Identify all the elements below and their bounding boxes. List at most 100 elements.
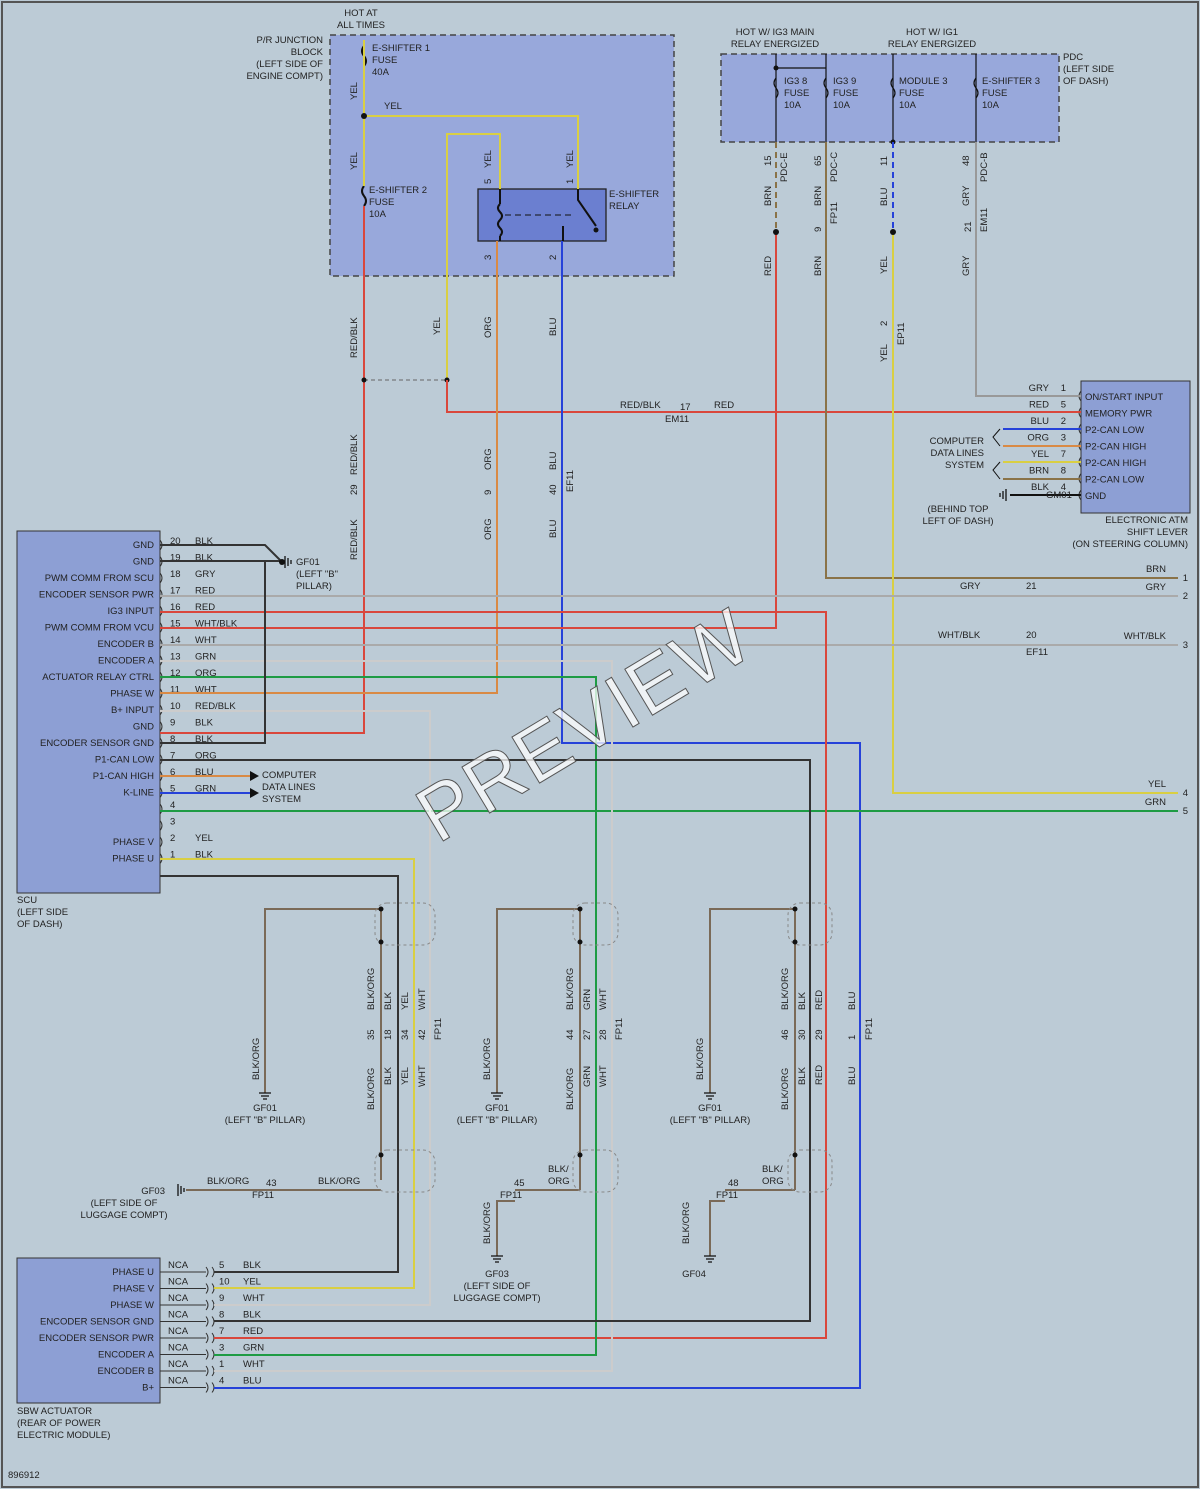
lbl-pdc-c: PDC-C [829, 152, 840, 182]
lbl-blu-3: BLU [548, 519, 559, 538]
lbl-yel-5: YEL [565, 150, 576, 168]
scu-pin-color: ORG [195, 751, 217, 762]
module3-fuse-3: 10A [899, 100, 917, 111]
gf01-a-ground-icon [259, 1092, 271, 1100]
lbl-wht-a2: WHT [417, 1065, 428, 1087]
sbw-pin-number: 10 [219, 1277, 230, 1288]
gf04-ground-icon [704, 1255, 716, 1263]
lbl-blkorg-c2: BLK/ORG [780, 1068, 791, 1110]
scu-pin-label: ENCODER SENSOR PWR [39, 590, 154, 601]
lbl-blkorg-e2: BLK/ORG [482, 1202, 493, 1244]
lbl-blkorg-gf01c: BLK/ORG [695, 1038, 706, 1080]
pjb-hot-line-1: HOT AT [344, 8, 378, 19]
pjb-name-4: ENGINE COMPT) [246, 71, 323, 82]
gf01-c-1: GF01 [698, 1103, 722, 1114]
lbl-pdc-65: 65 [813, 155, 824, 166]
lbl-blk-c1: BLK [797, 991, 808, 1010]
lbl-red-em11: RED [714, 400, 734, 411]
lbl-blkorg-b1: BLK/ORG [565, 968, 576, 1010]
lbl-whtblk-h: WHT/BLK [938, 630, 981, 641]
scu-pin-color: RED/BLK [195, 701, 236, 712]
atm-pin-number: 4 [1061, 482, 1066, 493]
lbl-yel-4: YEL [483, 150, 494, 168]
gm01-loc-1: (BEHIND TOP [928, 504, 989, 515]
lbl-org-f1: ORG [762, 1176, 784, 1187]
lbl-grn-b1: GRN [582, 989, 593, 1010]
lbl-fp-a-42: 42 [417, 1029, 428, 1040]
pdc-bus [773, 54, 979, 142]
atm-pin-label: GND [1085, 491, 1106, 502]
sbw-pin-color: GRN [243, 1343, 264, 1354]
scu-pin-label: PHASE V [113, 837, 155, 848]
atm-pin-label: P2-CAN HIGH [1085, 442, 1146, 453]
right-edge-number: 5 [1183, 806, 1188, 817]
ig3-8-fuse-2: FUSE [784, 88, 809, 99]
lbl-ep11: EP11 [896, 322, 907, 345]
sbw-name-3: ELECTRIC MODULE) [17, 1430, 110, 1441]
lbl-wht-b2: WHT [598, 1065, 609, 1087]
lbl-blkslash-f1: BLK/ [762, 1164, 783, 1175]
scu-pin-color: ORG [195, 668, 217, 679]
gm01-loc-2: LEFT OF DASH) [922, 516, 993, 527]
scu-pin-number: 7 [170, 751, 175, 762]
scu-pin-number: 15 [170, 619, 181, 630]
sbw-pin-color: WHT [243, 1359, 265, 1370]
fuse2-symbol [361, 185, 367, 207]
labels: YEL YEL YEL YEL YEL 5 1 3 2 RED/BLK YEL … [8, 82, 1072, 1481]
lbl-ef11-b: EF11 [1026, 647, 1048, 658]
right-edge-number: 2 [1183, 591, 1188, 602]
lbl-fp-c-46: 46 [780, 1029, 791, 1040]
atm-pin-color: YEL [1031, 449, 1049, 460]
atm-pin-color: BRN [1029, 466, 1049, 477]
gf01-c-2: (LEFT "B" PILLAR) [670, 1115, 750, 1126]
scu-pin-number: 10 [170, 701, 181, 712]
scu-pin-label: ENCODER A [98, 656, 155, 667]
atm-name-2: SHIFT LEVER [1127, 527, 1188, 538]
gf01-top-3: PILLAR) [296, 581, 332, 592]
gm01-label: GM01 [1046, 490, 1072, 501]
scu-pin-number: 8 [170, 734, 175, 745]
atm-cdl-2: DATA LINES [931, 448, 985, 459]
eshifter3-fuse-2: FUSE [982, 88, 1007, 99]
lbl-fp-45: 45 [514, 1178, 525, 1189]
sbw-pin-color: YEL [243, 1277, 261, 1288]
lbl-relay-5: 5 [483, 179, 494, 184]
sbw-pin-number: 8 [219, 1310, 224, 1321]
scu-pin-terminal [159, 721, 163, 732]
gf04-label: GF04 [682, 1269, 706, 1280]
scu-pin-label: PHASE W [110, 689, 154, 700]
lbl-org-e1: ORG [548, 1176, 570, 1187]
scu-pin-number: 14 [170, 635, 181, 646]
lbl-yel-2: YEL [384, 101, 402, 112]
sbw-pin-label: PHASE W [110, 1300, 154, 1311]
lbl-pdc-15: 15 [763, 155, 774, 166]
atm-pin-color: RED [1029, 400, 1049, 411]
lbl-gry-2: GRY [961, 255, 972, 276]
lbl-blkorg-gf01b: BLK/ORG [482, 1038, 493, 1080]
scu-pin-color: YEL [195, 833, 213, 844]
sbw-pin-nca: NCA [168, 1260, 189, 1271]
atm-cdl-brace [992, 428, 1001, 480]
atm-pin-number: 3 [1061, 433, 1066, 444]
scu-pin-label: GND [133, 722, 154, 733]
ig3-9-fuse-2: FUSE [833, 88, 858, 99]
scu-pin-color: BLK [195, 734, 214, 745]
lbl-fp-48: 48 [728, 1178, 739, 1189]
sbw-pin-label: PHASE V [113, 1284, 155, 1295]
scu-pin-label: P1-CAN HIGH [93, 771, 154, 782]
lbl-blu-2: BLU [548, 451, 559, 470]
pr-junction-block: HOT AT ALL TIMES P/R JUNCTION BLOCK (LEF… [246, 8, 675, 277]
scu-pin-label: K-LINE [123, 788, 154, 799]
sbw-pin-nca: NCA [168, 1277, 189, 1288]
lbl-yel-3: YEL [349, 152, 360, 170]
lbl-fp-b-28: 28 [598, 1029, 609, 1040]
lbl-redblk-3: RED/BLK [349, 519, 360, 560]
lbl-fp-a-35: 35 [366, 1029, 377, 1040]
atm-pin-number: 7 [1061, 449, 1066, 460]
scu-pin-color: BLK [195, 850, 214, 861]
scu-pin-color: RED [195, 586, 215, 597]
pdc-name-1: PDC [1063, 52, 1083, 63]
connector-ovals [374, 902, 833, 1193]
scu-pin-terminal [159, 836, 163, 848]
